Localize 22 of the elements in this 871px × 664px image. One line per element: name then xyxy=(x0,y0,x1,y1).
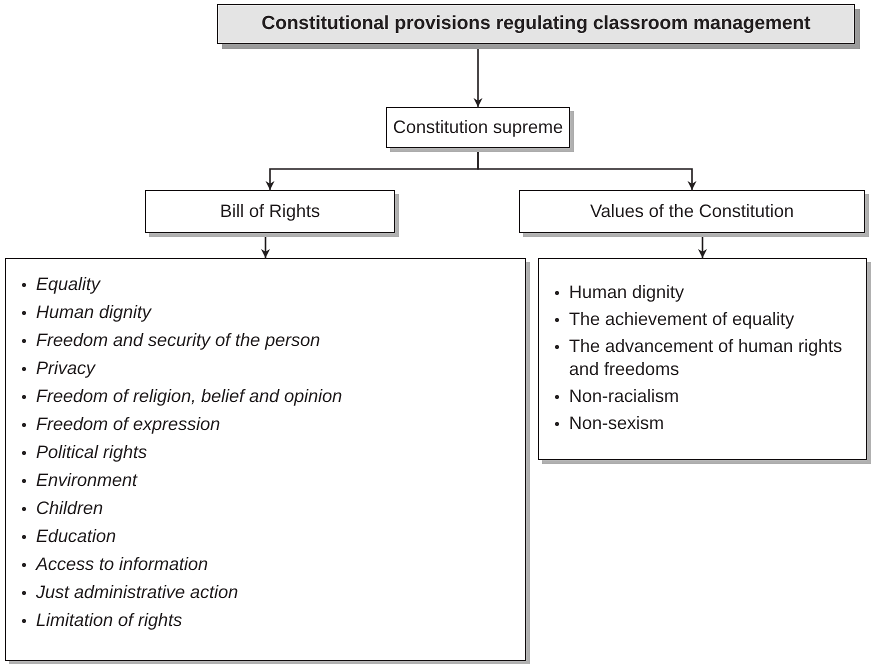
node-text: Children xyxy=(36,497,104,520)
node-text: Privacy xyxy=(36,357,96,380)
node-text: Access to information xyxy=(36,553,208,576)
node-text: Constitutional provisions regulating classroom management xyxy=(262,12,810,36)
node-text: Constitution supreme xyxy=(392,116,564,139)
node-text: Non-racialism xyxy=(569,385,680,408)
node-text: Human dignity xyxy=(569,281,684,304)
node-text: Education xyxy=(36,525,116,548)
node-text: Human dignity xyxy=(36,301,152,324)
node-text: Limitation of rights xyxy=(36,609,182,632)
node-text: Environment xyxy=(36,469,138,492)
node-text: The advancement of human rights and freedoms xyxy=(569,335,844,381)
node-text: Freedom of expression xyxy=(36,413,220,436)
node-text: Equality xyxy=(36,273,100,296)
node-text: Bill of Rights xyxy=(220,200,320,223)
node-text: Non-sexism xyxy=(569,412,664,435)
node-text: Freedom of religion, belief and opinion xyxy=(36,385,342,408)
node-text: Values of the Constitution xyxy=(590,200,794,223)
node-text: Just administrative action xyxy=(36,581,238,604)
node-text: Freedom and security of the person xyxy=(36,329,320,352)
node-text: Political rights xyxy=(36,441,148,464)
node-text: The achievement of equality xyxy=(569,308,794,331)
